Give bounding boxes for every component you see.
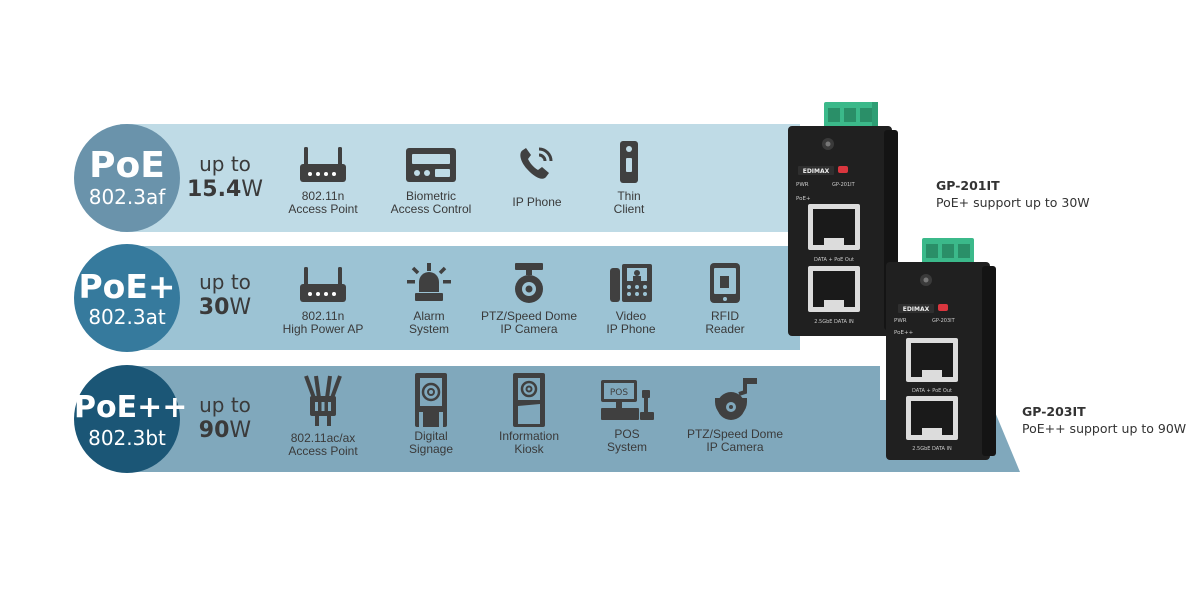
poe-plus-standard: PoE+: [78, 267, 176, 306]
device-multi-antenna-ap: 802.11ac/ax Access Point: [268, 374, 378, 458]
power-value: 30: [198, 295, 230, 320]
device-label-line2: Kiosk: [514, 442, 544, 456]
rfid-reader-icon: [710, 263, 740, 303]
device-label-line1: Biometric: [405, 189, 456, 203]
device-label-line1: PTZ/Speed Dome: [480, 309, 578, 323]
device-label-line2: Signage: [408, 442, 454, 456]
device-ptz-dome-camera: PTZ/Speed Dome IP Camera: [680, 376, 790, 454]
poe-plus-circle: PoE+ 802.3at: [74, 244, 180, 352]
model-stamp: GP-201IT: [832, 182, 856, 188]
device-label-line2: System: [408, 322, 449, 336]
device-speed-dome-camera: PTZ/Speed Dome IP Camera: [474, 262, 584, 336]
power-unit: W: [229, 295, 252, 320]
poe-spec: 802.3af: [88, 185, 166, 209]
information-kiosk-icon: [513, 373, 545, 427]
device-label-line2: System: [606, 440, 647, 454]
power-unit: W: [229, 418, 252, 443]
upto-label: up to: [199, 393, 251, 417]
device-label-line1: Information: [498, 429, 560, 443]
device-label-line2: Access Point: [288, 202, 358, 216]
product-model: GP-203IT: [1022, 404, 1086, 419]
device-label-line1: Alarm: [413, 309, 445, 323]
device-label-line2: Client: [613, 202, 645, 216]
product-tagline: PoE+ support up to 30W: [936, 195, 1090, 210]
port-label-in: 2.5GbE DATA IN: [912, 446, 952, 452]
device-information-kiosk: Information Kiosk: [474, 372, 584, 456]
brand-logo: EDIMAX: [803, 168, 830, 175]
power-value: 90: [198, 418, 230, 443]
device-label-line1: Thin: [617, 189, 641, 203]
device-alarm: Alarm System: [374, 262, 484, 336]
pos-system-icon: POS: [601, 380, 654, 420]
router-high-power-icon: [300, 267, 346, 302]
device-digital-signage: Digital Signage: [376, 372, 486, 456]
port-label-in: 2.5GbE DATA IN: [814, 319, 854, 325]
device-ip-phone: IP Phone: [482, 144, 592, 209]
device-label-line1: Video: [615, 309, 647, 323]
poe-plus-plus-circle: PoE++ 802.3bt: [74, 365, 188, 473]
poe-plus-power: up to 30W: [180, 270, 270, 322]
device-video-phone: Video IP Phone: [576, 262, 686, 336]
svg-text:POS: POS: [610, 388, 629, 398]
thin-client-icon: [620, 141, 638, 183]
device-label-line1: RFID: [711, 309, 739, 323]
device-label-line2: Access Control: [390, 202, 472, 216]
router-icon: [300, 147, 346, 182]
device-label-line1: IP Phone: [512, 195, 562, 209]
poe-plus-spec: 802.3at: [88, 305, 166, 329]
device-label-line1: 802.11n: [301, 309, 345, 323]
device-label-line1: 802.11ac/ax: [290, 431, 356, 445]
ip-phone-icon: [520, 147, 553, 179]
device-label-line2: IP Camera: [500, 322, 558, 336]
poe-power: up to 15.4W: [180, 152, 270, 204]
device-label-line2: High Power AP: [282, 322, 364, 336]
gp-201it-device: EDIMAX PWR PoE+ GP-201IT DATA + PoE Out …: [788, 102, 898, 336]
device-biometric: Biometric Access Control: [376, 144, 486, 216]
upto-label: up to: [199, 270, 251, 294]
led-label-poe: PoE+: [796, 196, 811, 202]
alarm-icon: [407, 263, 451, 301]
gp-203it-caption: GP-203IT PoE++ support up to 90W: [1022, 403, 1186, 437]
gp-203it-device: EDIMAX PWR PoE++ GP-203IT DATA + PoE Out…: [886, 238, 996, 460]
device-label-line1: 802.11n: [301, 189, 345, 203]
poe-standard: PoE: [89, 145, 165, 186]
device-label-line2: Access Point: [288, 444, 358, 458]
device-label-line2: Reader: [705, 322, 745, 336]
multi-antenna-ap-icon: [304, 375, 342, 426]
brand-logo: EDIMAX: [903, 306, 930, 313]
device-router: 802.11n Access Point: [268, 144, 378, 216]
device-label-line2: IP Phone: [606, 322, 656, 336]
upto-label: up to: [199, 152, 251, 176]
power-unit: W: [241, 177, 264, 202]
gp-201it-caption: GP-201IT PoE+ support up to 30W: [936, 177, 1090, 211]
device-pos-system: POS POS System: [572, 378, 682, 454]
port-label-out: DATA + PoE Out: [912, 388, 952, 394]
port-label-out: DATA + PoE Out: [814, 257, 854, 263]
device-thin-client: Thin Client: [574, 140, 684, 216]
video-phone-icon: [610, 264, 652, 302]
poe-plus-plus-spec: 802.3bt: [88, 426, 166, 450]
poe-plus-plus-power: up to 90W: [180, 393, 270, 445]
device-label-line2: IP Camera: [706, 440, 764, 454]
led-label-pwr: PWR: [796, 182, 809, 188]
led-label-pwr: PWR: [894, 318, 907, 324]
biometric-icon: [406, 148, 456, 182]
device-rfid-reader: RFID Reader: [670, 262, 780, 336]
digital-signage-icon: [415, 373, 447, 427]
device-label-line1: Digital: [414, 429, 448, 443]
poe-plus-plus-standard: PoE++: [74, 390, 188, 425]
ptz-dome-camera-icon: [715, 378, 757, 420]
led-label-poe: PoE++: [894, 330, 914, 336]
product-tagline: PoE++ support up to 90W: [1022, 421, 1187, 436]
device-label-line1: POS: [614, 427, 640, 441]
device-label-line1: PTZ/Speed Dome: [686, 427, 784, 441]
model-stamp: GP-203IT: [932, 318, 956, 324]
power-value: 15.4: [186, 177, 242, 202]
poe-circle: PoE 802.3af: [74, 124, 180, 232]
product-model: GP-201IT: [936, 178, 1000, 193]
device-high-power-ap: 802.11n High Power AP: [268, 264, 378, 336]
speed-dome-camera-icon: [515, 263, 543, 303]
